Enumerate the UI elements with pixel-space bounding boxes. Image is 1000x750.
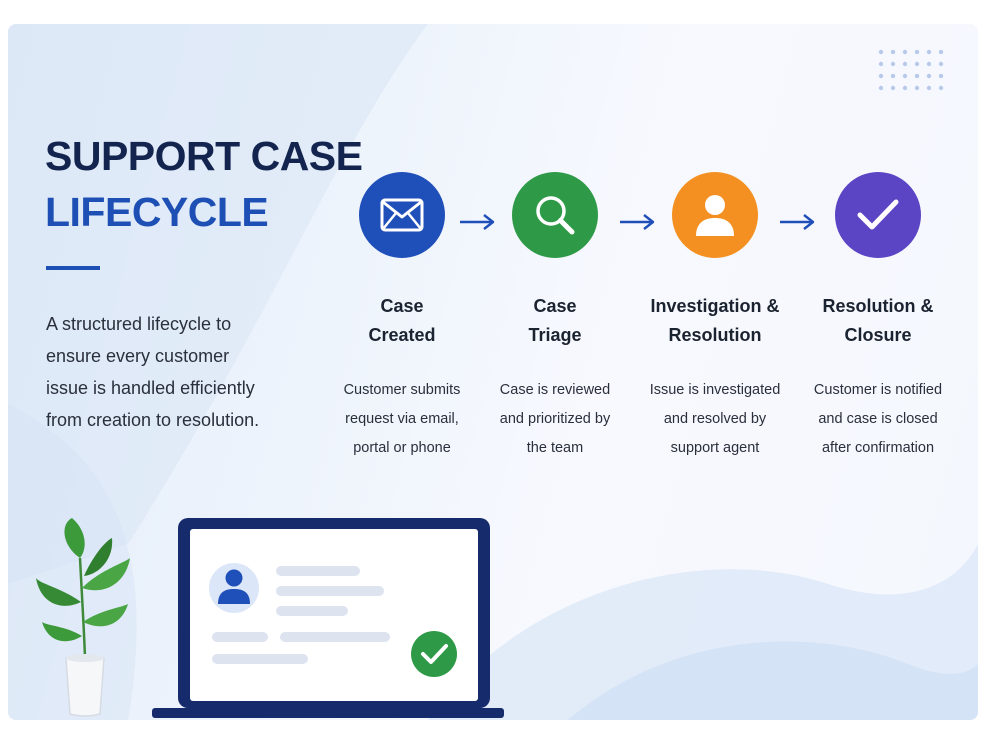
step-desc-line: after confirmation [821,440,935,456]
intro-line: issue is handled efficiently [46,378,255,398]
step-title-line: Case [380,296,424,316]
step-desc-line: support agent [670,440,760,456]
checkmark-icon [411,631,457,677]
infographic-card: SUPPORT CASE LIFECYCLE A structured life… [8,24,978,720]
arrow-right-icon [780,214,815,230]
checkmark-icon [857,199,899,230]
title-line-1: SUPPORT CASE [45,133,363,179]
step-description: Case is reviewed and prioritized by the … [465,376,645,463]
step-description: Customer submits request via email, port… [312,376,492,463]
arrow-right-icon [620,214,655,230]
dot-grid-decoration [878,49,944,91]
step-desc-line: and case is closed [818,411,938,427]
intro-text: A structured lifecycle to ensure every c… [46,308,296,436]
step-circle [672,172,758,258]
step-circle [512,172,598,258]
step-circle [359,172,445,258]
page-title: SUPPORT CASE LIFECYCLE [45,128,363,240]
step-desc-line: and resolved by [663,411,767,427]
step-desc-line: Customer is notified [813,382,943,398]
step-description: Customer is notified and case is closed … [788,376,968,463]
step-title-line: Case [533,296,577,316]
background-waves [8,24,978,720]
step-description: Issue is investigated and resolved by su… [625,376,805,463]
step-title-line: Investigation & [650,296,780,316]
title-underline [46,266,100,270]
step-title-line: Triage [528,325,582,345]
intro-line: ensure every customer [46,346,230,366]
step-title-line: Resolution & [822,296,934,316]
step-title: Resolution & Closure [788,292,968,350]
envelope-icon [380,198,424,232]
step-title-line: Closure [844,325,912,345]
step-title: Case Created [312,292,492,350]
step-desc-line: Customer submits [343,382,461,398]
step-title: Case Triage [465,292,645,350]
arrow-right-icon [460,214,495,230]
step-title: Investigation & Resolution [625,292,805,350]
user-icon [696,195,734,236]
magnifier-icon [536,196,575,235]
potted-plant-icon [36,518,130,717]
step-title-line: Resolution [668,325,762,345]
step-desc-line: the team [526,440,584,456]
intro-line: A structured lifecycle to [46,314,232,334]
user-avatar-icon [209,563,259,613]
step-desc-line: Issue is investigated [649,382,781,398]
step-desc-line: request via email, [345,411,459,427]
step-circle [835,172,921,258]
step-desc-line: Case is reviewed [499,382,611,398]
step-title-line: Created [368,325,436,345]
title-line-2: LIFECYCLE [45,189,269,235]
intro-line: from creation to resolution. [46,410,260,430]
laptop-illustration [152,518,504,718]
step-desc-line: portal or phone [353,440,451,456]
step-desc-line: and prioritized by [499,411,611,427]
